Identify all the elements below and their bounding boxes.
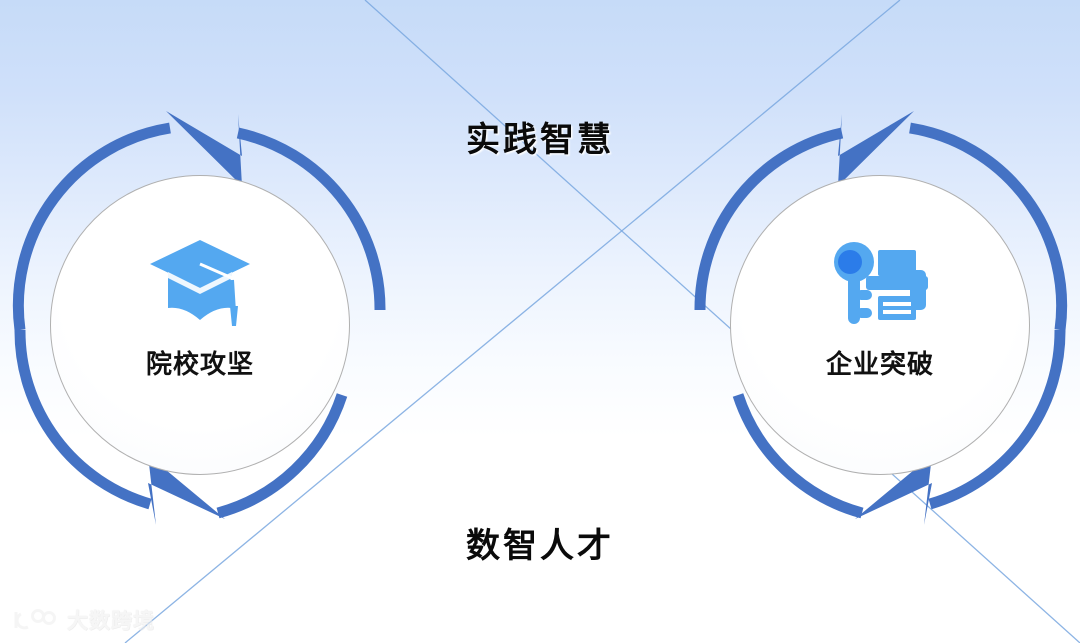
cycle-arrows-right [694, 111, 1068, 525]
arrowhead-top-left [166, 111, 242, 186]
inner-disc-right[interactable]: 企业突破 [730, 175, 1030, 475]
arrowhead-top-right [838, 111, 914, 186]
arc-top-left [236, 127, 386, 311]
cycle-arrows-left [12, 111, 386, 525]
arrowhead-bottom-left [148, 455, 225, 525]
arc-top-right [694, 127, 844, 311]
watermark-text: 大数跨境 [67, 610, 155, 633]
cycle-label-left: 院校攻坚 [145, 349, 254, 379]
arc-bottom-left [14, 329, 152, 510]
arc-bottom-left-tail [216, 393, 348, 519]
cycle-group-left[interactable]: 院校攻坚 [0, 95, 410, 555]
arc-bottom-right-tail [732, 393, 864, 519]
arc-top-right-tail [909, 122, 1068, 331]
cycle-group-right[interactable]: 企业突破 [670, 95, 1080, 555]
inner-disc-left[interactable]: 院校攻坚 [50, 175, 350, 475]
arrowhead-bottom-right [855, 455, 932, 525]
caption-top: 实践智慧 [466, 121, 614, 159]
watermark: 大数跨境 [12, 605, 155, 635]
key-building-icon [834, 242, 928, 324]
graduation-cap-icon [150, 240, 250, 326]
kuajing-logo-mark [14, 609, 56, 630]
caption-bottom: 数智人才 [466, 527, 614, 565]
arc-bottom-right [928, 329, 1066, 510]
arc-top-left-tail [12, 122, 171, 331]
cycle-label-right: 企业突破 [825, 349, 934, 379]
